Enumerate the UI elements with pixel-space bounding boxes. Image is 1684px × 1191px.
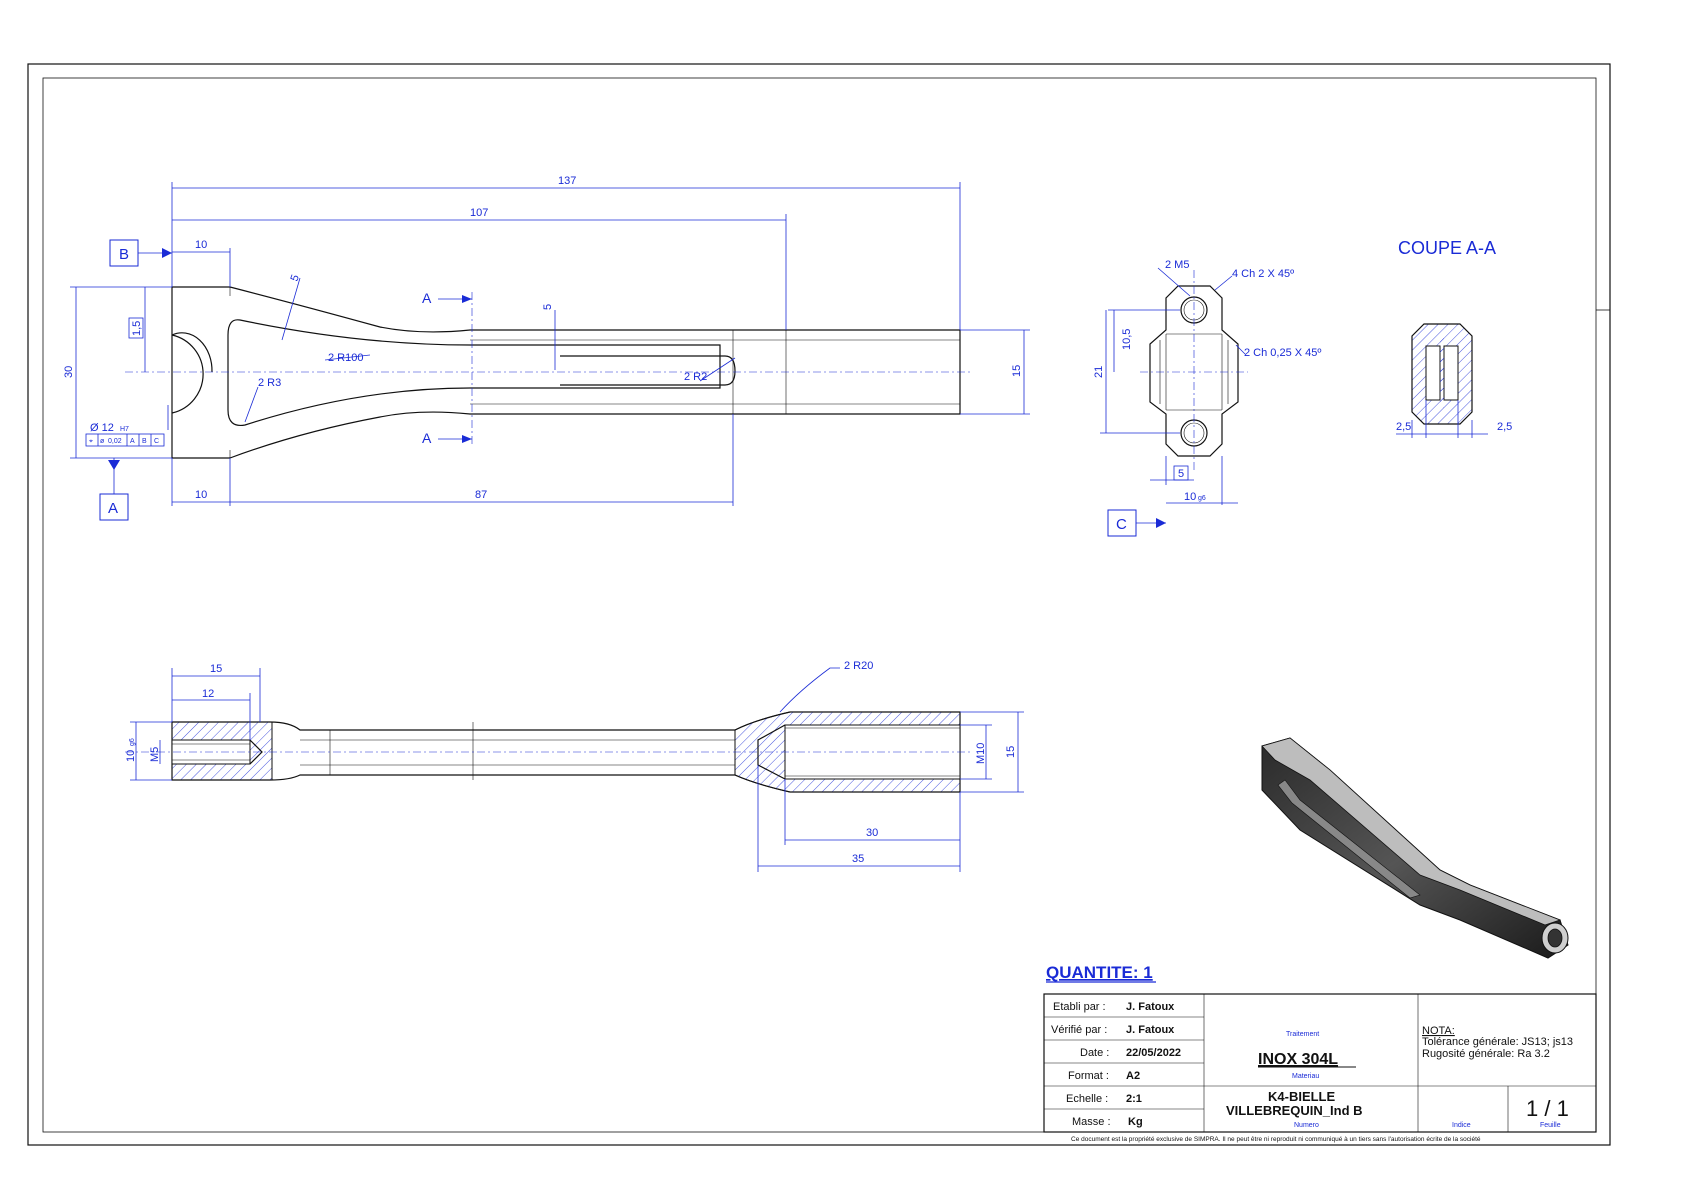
dim-15: 15: [1011, 365, 1023, 377]
section-title: COUPE A-A: [1398, 238, 1496, 258]
title-block: Etabli par : J. Fatoux Vérifié par : J. …: [1043, 993, 1597, 1143]
indice-label: Indice: [1452, 1122, 1471, 1129]
date-label: Date :: [1080, 1047, 1109, 1059]
side-35: 35: [852, 853, 864, 865]
dim-5-slot: 5: [289, 273, 302, 283]
dim-1-5: 1,5: [131, 321, 143, 336]
dia-12-label: Ø 12: [90, 422, 114, 434]
isometric-view: [1261, 737, 1569, 959]
side-15-right: 15: [1005, 746, 1017, 758]
masse-label: Masse :: [1072, 1116, 1111, 1128]
gdt-datum-a: A: [130, 438, 135, 445]
format-label: Format :: [1068, 1070, 1109, 1082]
outer-frame: [27, 63, 1611, 1146]
datum-b: B: [119, 246, 129, 263]
section-2-5-right: 2,5: [1497, 421, 1512, 433]
dim-10-top: 10: [195, 239, 207, 251]
feuille-label: Feuille: [1540, 1122, 1561, 1129]
side-g6: g6: [129, 738, 136, 746]
date-value: 22/05/2022: [1126, 1047, 1181, 1059]
format-value: A2: [1126, 1070, 1140, 1082]
dia-12-tolerance: H7: [120, 426, 129, 433]
end-g6: g6: [1198, 495, 1206, 502]
footer-notice: Ce document est la propriété exclusive d…: [1071, 1136, 1481, 1143]
masse-value: Kg: [1128, 1116, 1143, 1128]
inner-frame: [42, 77, 1597, 1133]
side-30: 30: [866, 827, 878, 839]
numero-label: Numero: [1294, 1122, 1319, 1129]
side-10: 10: [125, 750, 137, 762]
section-mark-bottom: A: [422, 430, 432, 446]
datum-a: A: [108, 500, 118, 517]
section-mark-top: A: [422, 290, 432, 306]
radius-r2: 2 R2: [684, 371, 707, 383]
materiau-value: INOX 304L: [1258, 1051, 1338, 1068]
top-view: 137 107 10 10 87 30 1,5 15 5 5 2 R100: [63, 175, 1030, 521]
etabli-value: J. Fatoux: [1126, 1001, 1175, 1013]
part-name-line1: K4-BIELLE: [1268, 1089, 1336, 1104]
end-chamfer-2: 4 Ch 2 X 45º: [1232, 268, 1294, 280]
side-view: 15 12 10 g6 M5 15 M10 30 35 2 R20: [125, 660, 1024, 872]
gdt-value: 0,02: [108, 438, 122, 445]
dim-10-bottom: 10: [195, 489, 207, 501]
quantity-label: QUANTITE: 1: [1046, 963, 1153, 982]
traitement-label: Traitement: [1286, 1031, 1319, 1038]
radius-r3: 2 R3: [258, 377, 281, 389]
feuille-value: 1 / 1: [1526, 1096, 1569, 1121]
dim-5: 5: [542, 304, 554, 310]
nota-rugosite: Rugosité générale: Ra 3.2: [1422, 1048, 1550, 1060]
gdt-frame: [85, 433, 165, 447]
end-10-5: 10,5: [1121, 329, 1133, 350]
gdt-datum-b: B: [142, 438, 147, 445]
dim-137: 137: [558, 175, 576, 187]
verifie-label: Vérifié par :: [1051, 1024, 1107, 1036]
radius-r100: 2 R100: [328, 352, 363, 364]
nota-title: NOTA:: [1422, 1025, 1455, 1037]
end-10: 10: [1184, 491, 1196, 503]
dim-87: 87: [475, 489, 487, 501]
end-m5: 2 M5: [1165, 259, 1189, 271]
side-12: 12: [202, 688, 214, 700]
side-r20: 2 R20: [844, 660, 873, 672]
section-a-a: COUPE A-A 2,5 2,5: [1396, 238, 1512, 438]
side-m5: M5: [149, 747, 161, 762]
side-15: 15: [210, 663, 222, 675]
part-name-line2: VILLEBREQUIN_Ind B: [1226, 1103, 1363, 1118]
end-21: 21: [1093, 366, 1105, 378]
gdt-datum-c: C: [154, 438, 159, 445]
verifie-value: J. Fatoux: [1126, 1024, 1175, 1036]
datum-c: C: [1116, 516, 1127, 533]
end-view: 2 M5 4 Ch 2 X 45º 2 Ch 0,25 X 45º 10,5 2…: [1093, 259, 1321, 537]
end-chamfer-025: 2 Ch 0,25 X 45º: [1244, 347, 1321, 359]
side-m10: M10: [975, 743, 987, 764]
gdt-position-symbol: ⌖: [89, 438, 93, 445]
nota-tolerance: Tolérance générale: JS13; js13: [1422, 1036, 1573, 1048]
end-5: 5: [1178, 468, 1184, 480]
dim-107: 107: [470, 207, 488, 219]
dim-30: 30: [63, 366, 75, 378]
etabli-label: Etabli par :: [1053, 1001, 1106, 1013]
section-2-5-left: 2,5: [1396, 421, 1411, 433]
echelle-value: 2:1: [1126, 1093, 1142, 1105]
gdt-phi: ø: [100, 438, 105, 445]
materiau-label: Materiau: [1292, 1073, 1319, 1080]
echelle-label: Echelle :: [1066, 1093, 1108, 1105]
